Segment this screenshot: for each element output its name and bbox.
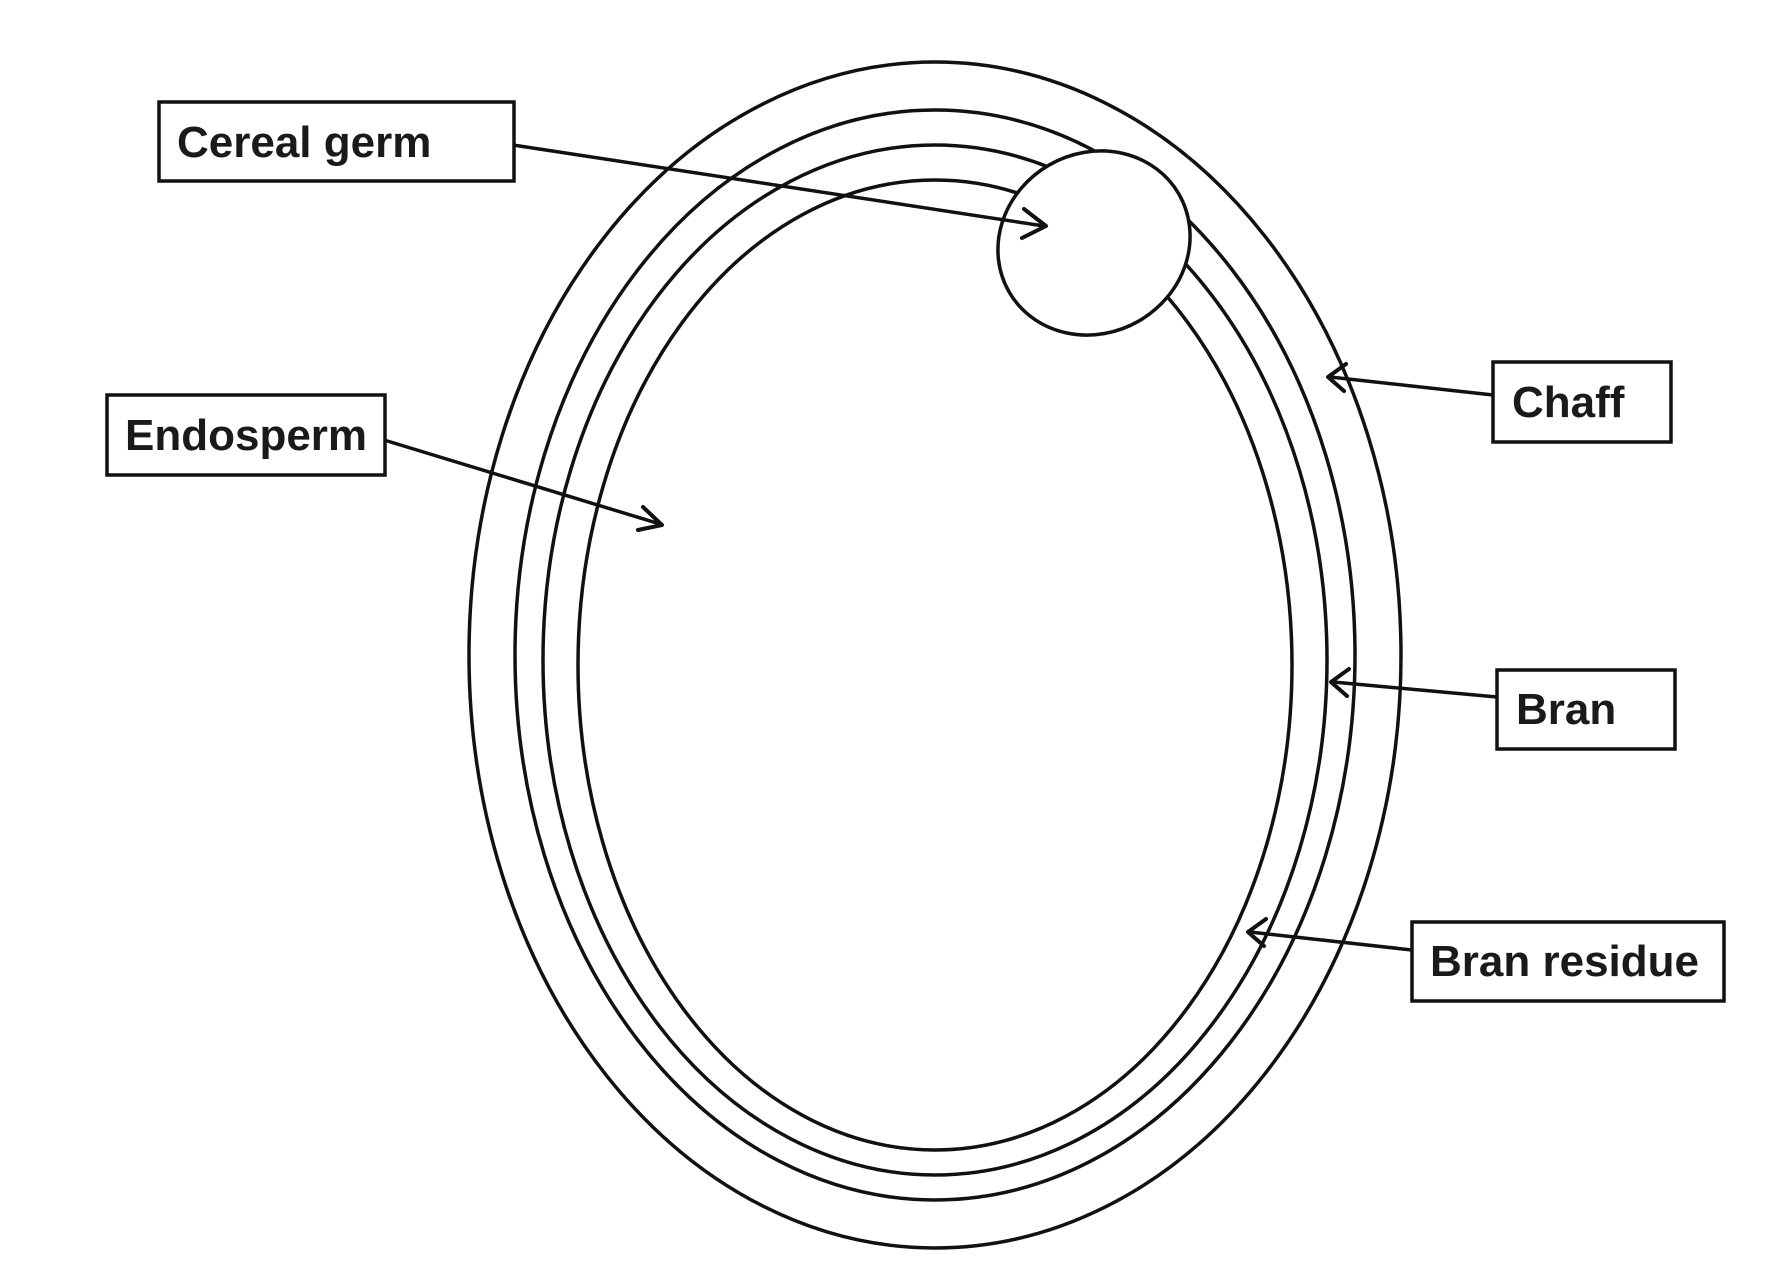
label-chaff: Chaff xyxy=(1491,360,1673,444)
label-bran-residue: Bran residue xyxy=(1410,920,1726,1003)
chaff-arrowhead xyxy=(1326,362,1348,393)
endosperm-boundary xyxy=(576,178,1294,1152)
label-endosperm: Endosperm xyxy=(105,393,387,477)
cereal-germ-arrow-line xyxy=(512,143,1045,228)
cereal-germ-shape xyxy=(996,149,1192,337)
cereal-germ-box xyxy=(157,100,516,183)
cereal-germ-arrowhead xyxy=(1020,207,1048,240)
endosperm-label: Endosperm xyxy=(125,411,367,460)
bran-residue-arrowhead xyxy=(1246,917,1268,948)
bran-box xyxy=(1495,668,1677,751)
endosperm-box xyxy=(105,393,387,477)
bran-arrowhead xyxy=(1329,667,1351,698)
chaff-box xyxy=(1491,360,1673,444)
bran-residue-box xyxy=(1410,920,1726,1003)
chaff-label: Chaff xyxy=(1512,378,1625,427)
bran-residue-ring xyxy=(541,143,1329,1177)
bran-residue-label: Bran residue xyxy=(1430,937,1699,986)
chaff-arrow-line xyxy=(1329,375,1494,397)
bran-residue-arrow-line xyxy=(1249,930,1413,952)
label-cereal-germ: Cereal germ xyxy=(157,100,516,183)
grain-rings xyxy=(467,60,1403,1250)
chaff-ring-outer xyxy=(467,60,1403,1250)
endosperm-arrow-line xyxy=(383,438,661,526)
bran-label: Bran xyxy=(1516,685,1616,734)
arrows xyxy=(383,143,1498,952)
cereal-germ-label: Cereal germ xyxy=(177,118,431,167)
label-bran: Bran xyxy=(1495,668,1677,751)
bran-arrow-line xyxy=(1332,680,1498,699)
endosperm-arrowhead xyxy=(636,505,664,532)
bran-ring-outer xyxy=(513,108,1357,1202)
